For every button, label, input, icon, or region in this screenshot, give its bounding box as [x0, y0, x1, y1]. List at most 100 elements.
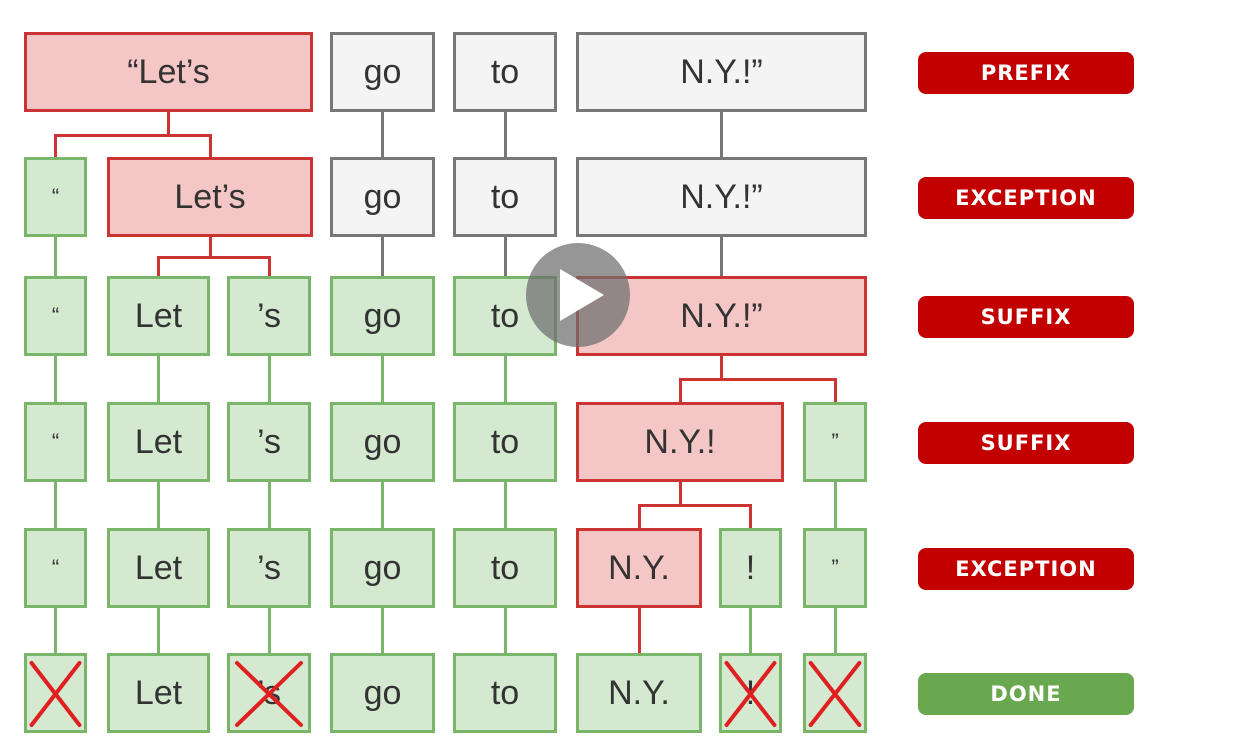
token-box: ’s	[227, 528, 311, 608]
token-text: Let’s	[174, 177, 246, 216]
rule-badge-suffix: SUFFIX	[918, 296, 1134, 338]
connector-line	[157, 356, 160, 402]
token-text: go	[363, 296, 402, 335]
connector-line	[381, 112, 384, 157]
connector-line	[157, 608, 160, 653]
token-text: ’s	[257, 422, 281, 461]
connector-line	[637, 503, 752, 507]
token-text: Let	[134, 548, 183, 587]
connector-line	[833, 482, 837, 528]
connector-line	[678, 377, 837, 381]
connector-line	[208, 237, 212, 257]
token-text: “	[51, 555, 60, 580]
token-text: go	[363, 422, 402, 461]
connector-line	[503, 112, 507, 157]
connector-line	[267, 482, 271, 528]
token-text: ’s	[257, 296, 281, 335]
token-text: ”	[831, 429, 839, 454]
connector-line	[157, 257, 160, 276]
connector-line	[833, 608, 837, 653]
connector-line	[54, 237, 57, 276]
token-text: N.Y.!	[644, 422, 716, 461]
token-box: Let’s	[107, 157, 313, 237]
token-box: ’s	[227, 276, 311, 356]
play-button[interactable]	[526, 243, 630, 347]
connector-line	[167, 112, 170, 135]
connector-line	[749, 505, 752, 528]
rule-badge-done: DONE	[918, 673, 1134, 715]
connector-line	[678, 482, 682, 505]
token-box: N.Y.	[576, 528, 702, 608]
token-box: N.Y.!”	[576, 157, 867, 237]
connector-line	[54, 356, 57, 402]
token-text: ”	[831, 555, 839, 580]
token-text: Let	[134, 296, 183, 335]
token-text: to	[490, 177, 520, 216]
connector-line	[678, 379, 682, 402]
token-box: ’s	[227, 653, 311, 733]
token-box: to	[453, 653, 557, 733]
connector-line	[267, 257, 271, 276]
connector-line	[503, 237, 507, 276]
token-box: go	[330, 528, 435, 608]
token-text: go	[363, 548, 402, 587]
connector-line	[54, 135, 57, 157]
token-box: go	[330, 402, 435, 482]
token-box: N.Y.!”	[576, 32, 867, 112]
token-text: ’s	[257, 673, 281, 712]
token-text: N.Y.	[608, 548, 670, 587]
connector-line	[637, 505, 641, 528]
token-box: go	[330, 653, 435, 733]
token-box	[803, 653, 867, 733]
connector-line	[503, 356, 507, 402]
play-icon	[560, 269, 604, 321]
token-text: go	[363, 177, 402, 216]
token-box: to	[453, 157, 557, 237]
connector-line	[157, 255, 271, 259]
connector-line	[720, 356, 723, 379]
token-box: Let	[107, 276, 210, 356]
token-box: N.Y.!”	[576, 276, 867, 356]
connector-line	[749, 608, 752, 653]
token-box: ”	[803, 402, 867, 482]
token-text: Let	[134, 673, 183, 712]
token-box: “	[24, 276, 87, 356]
token-text: to	[490, 296, 520, 335]
connector-line	[267, 608, 271, 653]
connector-line	[833, 379, 837, 402]
token-text: to	[490, 422, 520, 461]
connector-line	[720, 112, 723, 157]
token-text: go	[363, 52, 402, 91]
rule-badge-prefix: PREFIX	[918, 52, 1134, 94]
connector-line	[54, 608, 57, 653]
token-text: Let	[134, 422, 183, 461]
token-text: to	[490, 673, 520, 712]
token-box	[24, 653, 87, 733]
token-text: to	[490, 548, 520, 587]
token-text: “	[51, 429, 60, 454]
token-text: N.Y.!”	[680, 296, 763, 335]
connector-line	[267, 356, 271, 402]
token-box: “	[24, 157, 87, 237]
connector-line	[503, 482, 507, 528]
token-box: to	[453, 32, 557, 112]
rule-badge-suffix: SUFFIX	[918, 422, 1134, 464]
token-text: !	[745, 673, 756, 712]
connector-line	[720, 237, 723, 276]
token-box: “	[24, 402, 87, 482]
token-box: Let	[107, 653, 210, 733]
connector-line	[503, 608, 507, 653]
token-box: “	[24, 528, 87, 608]
token-text: “	[51, 303, 60, 328]
token-box: ’s	[227, 402, 311, 482]
token-text: “Let’s	[127, 52, 210, 91]
token-text: go	[363, 673, 402, 712]
token-box: N.Y.	[576, 653, 702, 733]
token-text: “	[51, 184, 60, 209]
token-box: !	[719, 528, 782, 608]
token-box: Let	[107, 528, 210, 608]
connector-line	[381, 237, 384, 276]
connector-line	[54, 133, 212, 137]
connector-line	[157, 482, 160, 528]
